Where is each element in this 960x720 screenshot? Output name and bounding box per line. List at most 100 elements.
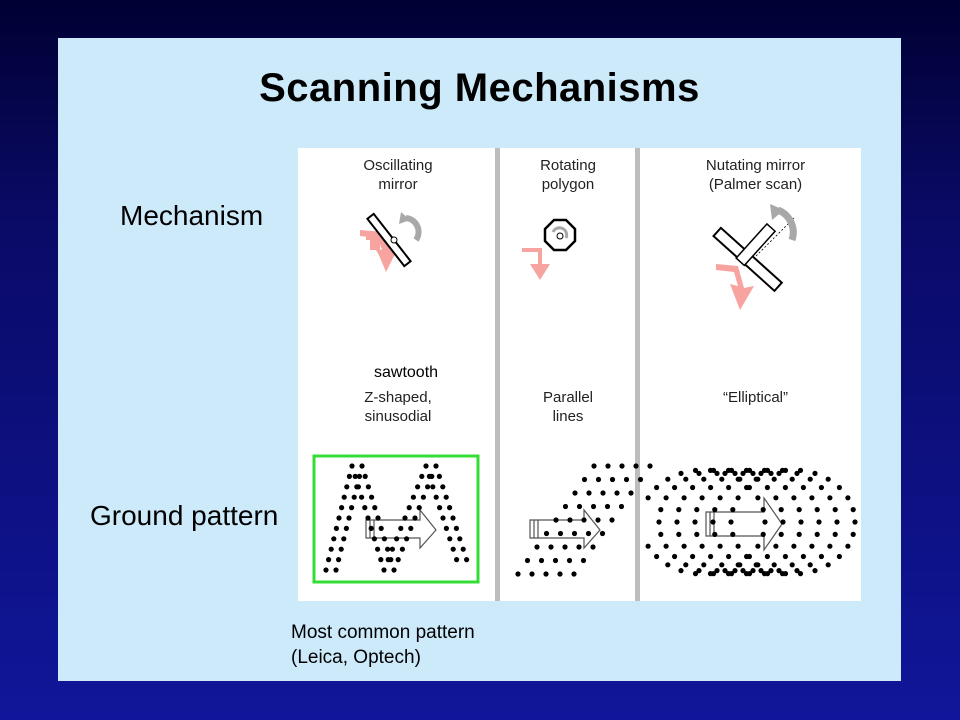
highlight-box bbox=[312, 454, 480, 584]
zigzag-dot bbox=[359, 463, 365, 469]
zigzag-dot bbox=[346, 515, 352, 521]
zigzag-dot bbox=[352, 473, 358, 479]
zigzag-dot bbox=[450, 515, 456, 521]
elliptical-dot bbox=[728, 467, 735, 473]
parallel-line-dot bbox=[590, 544, 596, 550]
zigzag-dot bbox=[423, 463, 429, 469]
pattern-label-elliptical: “Elliptical” bbox=[658, 388, 853, 407]
parallel-line-dot bbox=[572, 490, 578, 496]
elliptical-dot bbox=[827, 543, 833, 549]
elliptical-dot bbox=[768, 470, 774, 476]
elliptical-dot bbox=[728, 519, 734, 525]
elliptical-dot bbox=[798, 519, 804, 525]
elliptical-dot bbox=[818, 484, 825, 491]
parallel-line-dot bbox=[647, 463, 653, 469]
elliptical-dot bbox=[678, 568, 684, 574]
elliptical-dot bbox=[850, 531, 856, 537]
zigzag-dot bbox=[460, 546, 466, 552]
diagram-drawing bbox=[312, 204, 858, 584]
elliptical-dot bbox=[674, 519, 680, 525]
mechanism-label-line: polygon bbox=[541, 176, 595, 193]
elliptical-dot bbox=[836, 484, 843, 491]
elliptical-dot bbox=[764, 467, 771, 473]
parallel-line-dot bbox=[581, 476, 588, 483]
elliptical-dot bbox=[778, 531, 784, 537]
elliptical-dot bbox=[825, 476, 831, 482]
elliptical-dot bbox=[692, 467, 699, 473]
elliptical-dot bbox=[814, 507, 820, 513]
elliptical-dot bbox=[722, 568, 728, 574]
zigzag-dot bbox=[402, 515, 408, 521]
row-label-mechanism: Mechanism bbox=[120, 200, 264, 231]
zigzag-dot bbox=[433, 494, 439, 500]
parallel-line-dot bbox=[604, 503, 611, 510]
row-label-ground-pattern: Ground pattern bbox=[90, 500, 279, 531]
zigzag-dot bbox=[437, 505, 443, 511]
elliptical-dot bbox=[690, 553, 696, 560]
parallel-line-dot bbox=[566, 557, 573, 564]
elliptical-dot bbox=[681, 543, 687, 549]
rotating-polygon-icon bbox=[522, 218, 577, 280]
elliptical-dot bbox=[710, 571, 717, 577]
zigzag-dot bbox=[365, 484, 371, 490]
parallel-line-dot bbox=[543, 530, 550, 537]
parallel-line-dot bbox=[557, 571, 563, 577]
parallel-line-dot bbox=[590, 503, 597, 510]
elliptical-dot bbox=[768, 568, 774, 574]
flight-direction-arrow-icon bbox=[529, 508, 601, 550]
parallel-line-dot bbox=[595, 476, 602, 483]
mechanism-label-nutating-mirror: Nutating mirror (Palmer scan) bbox=[658, 156, 853, 194]
ground-pattern-dots bbox=[323, 463, 858, 577]
elliptical-dot bbox=[794, 470, 800, 476]
elliptical-dot bbox=[782, 467, 789, 473]
zigzag-dot bbox=[378, 525, 384, 531]
zigzag-dot bbox=[333, 567, 339, 573]
elliptical-dot bbox=[812, 568, 818, 574]
zigzag-dot bbox=[326, 557, 332, 563]
elliptical-dot bbox=[708, 553, 714, 560]
elliptical-dot bbox=[735, 495, 741, 501]
elliptical-dot bbox=[750, 470, 756, 476]
elliptical-dot bbox=[732, 470, 738, 476]
mechanism-label-line: (Palmer scan) bbox=[708, 176, 803, 193]
elliptical-dot bbox=[764, 484, 770, 491]
elliptical-dot bbox=[755, 562, 761, 568]
elliptical-dot bbox=[755, 543, 761, 549]
sawtooth-annotation: sawtooth bbox=[372, 364, 441, 382]
elliptical-dot bbox=[732, 568, 738, 574]
mechanism-label-line: Rotating bbox=[540, 157, 596, 174]
elliptical-dot bbox=[730, 507, 736, 513]
elliptical-dot bbox=[719, 562, 725, 568]
elliptical-dot bbox=[782, 571, 789, 577]
zigzag-dot bbox=[338, 546, 344, 552]
elliptical-dot bbox=[750, 568, 756, 574]
zigzag-dot bbox=[381, 536, 387, 542]
zigzag-dot bbox=[450, 546, 456, 552]
zigzag-dot bbox=[341, 536, 347, 542]
mechanism-label-line: Oscillating bbox=[363, 157, 433, 174]
parallel-line-dot bbox=[562, 503, 569, 510]
zigzag-dot bbox=[443, 525, 449, 531]
parallel-line-dot bbox=[623, 476, 630, 483]
column-divider bbox=[635, 148, 640, 601]
zigzag-dot bbox=[385, 546, 391, 552]
zigzag-dot bbox=[336, 557, 342, 563]
parallel-line-dot bbox=[538, 557, 545, 564]
zigzag-dot bbox=[336, 515, 342, 521]
zigzag-dot bbox=[343, 525, 349, 531]
parallel-line-dot bbox=[557, 530, 564, 537]
elliptical-dot bbox=[791, 495, 797, 501]
parallel-line-dot bbox=[562, 544, 568, 550]
elliptical-dot bbox=[726, 484, 732, 491]
elliptical-dot bbox=[730, 531, 736, 537]
elliptical-dot bbox=[791, 543, 797, 549]
elliptical-dot bbox=[807, 476, 813, 482]
elliptical-dot bbox=[760, 507, 766, 513]
column-divider bbox=[495, 148, 500, 601]
parallel-line-dot bbox=[571, 571, 577, 577]
elliptical-dot bbox=[699, 543, 705, 549]
elliptical-dot bbox=[654, 484, 660, 491]
elliptical-dot bbox=[717, 543, 723, 549]
mechanism-label-line: mirror bbox=[378, 176, 418, 193]
elliptical-dot bbox=[794, 568, 800, 574]
